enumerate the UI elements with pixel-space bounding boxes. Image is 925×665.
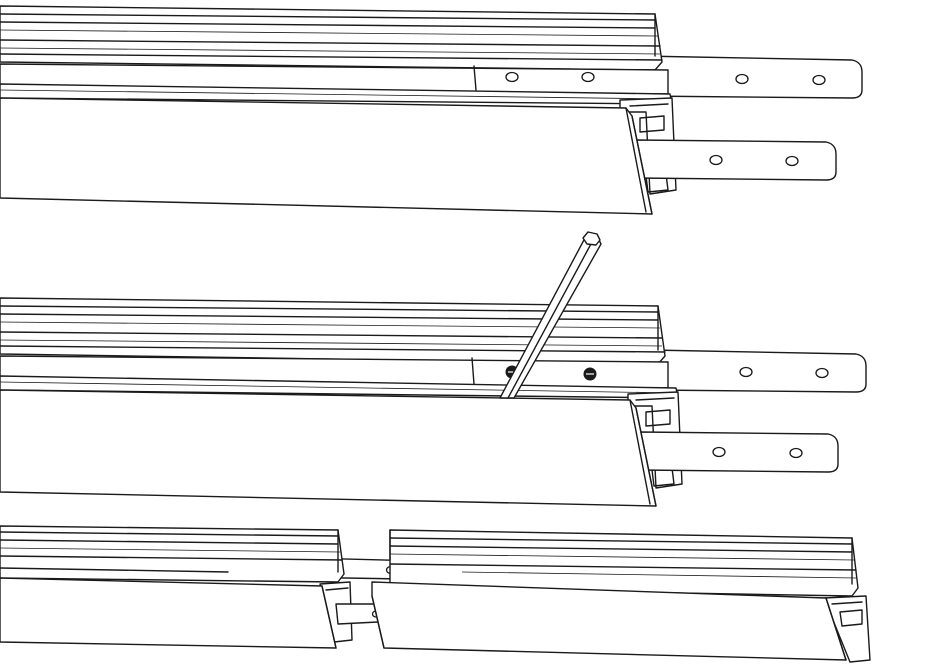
lower-extension-plate	[639, 431, 839, 473]
plate-hole-icon	[815, 367, 829, 379]
stage-1-assembly	[0, 5, 863, 215]
plate-hole-icon	[735, 73, 749, 85]
hex-key-icon	[499, 231, 602, 399]
rail-hole-icon	[581, 71, 595, 83]
left-rail-profile	[0, 525, 345, 583]
plate-hole-icon	[785, 155, 799, 167]
stage-2-assembly	[0, 231, 867, 507]
left-cover-panel	[0, 577, 385, 649]
rail-hole-icon	[505, 71, 519, 83]
stage-3-assembly	[0, 525, 871, 663]
upper-extension-plate	[639, 55, 863, 99]
plate-hole-icon	[739, 366, 753, 378]
lower-extension-plate	[635, 139, 837, 181]
plate-hole-icon	[789, 447, 803, 459]
cover-panel	[0, 97, 653, 215]
upper-rail-profile	[0, 5, 663, 71]
cover-panel	[0, 389, 657, 507]
plate-hole-icon	[712, 446, 726, 458]
right-cover-panel	[371, 581, 871, 663]
right-rail-profile	[389, 529, 859, 597]
screw-icon	[583, 367, 597, 381]
upper-rail-profile	[0, 297, 666, 365]
plate-hole-icon	[709, 154, 723, 166]
plate-hole-icon	[812, 74, 826, 86]
upper-extension-plate	[649, 349, 867, 393]
